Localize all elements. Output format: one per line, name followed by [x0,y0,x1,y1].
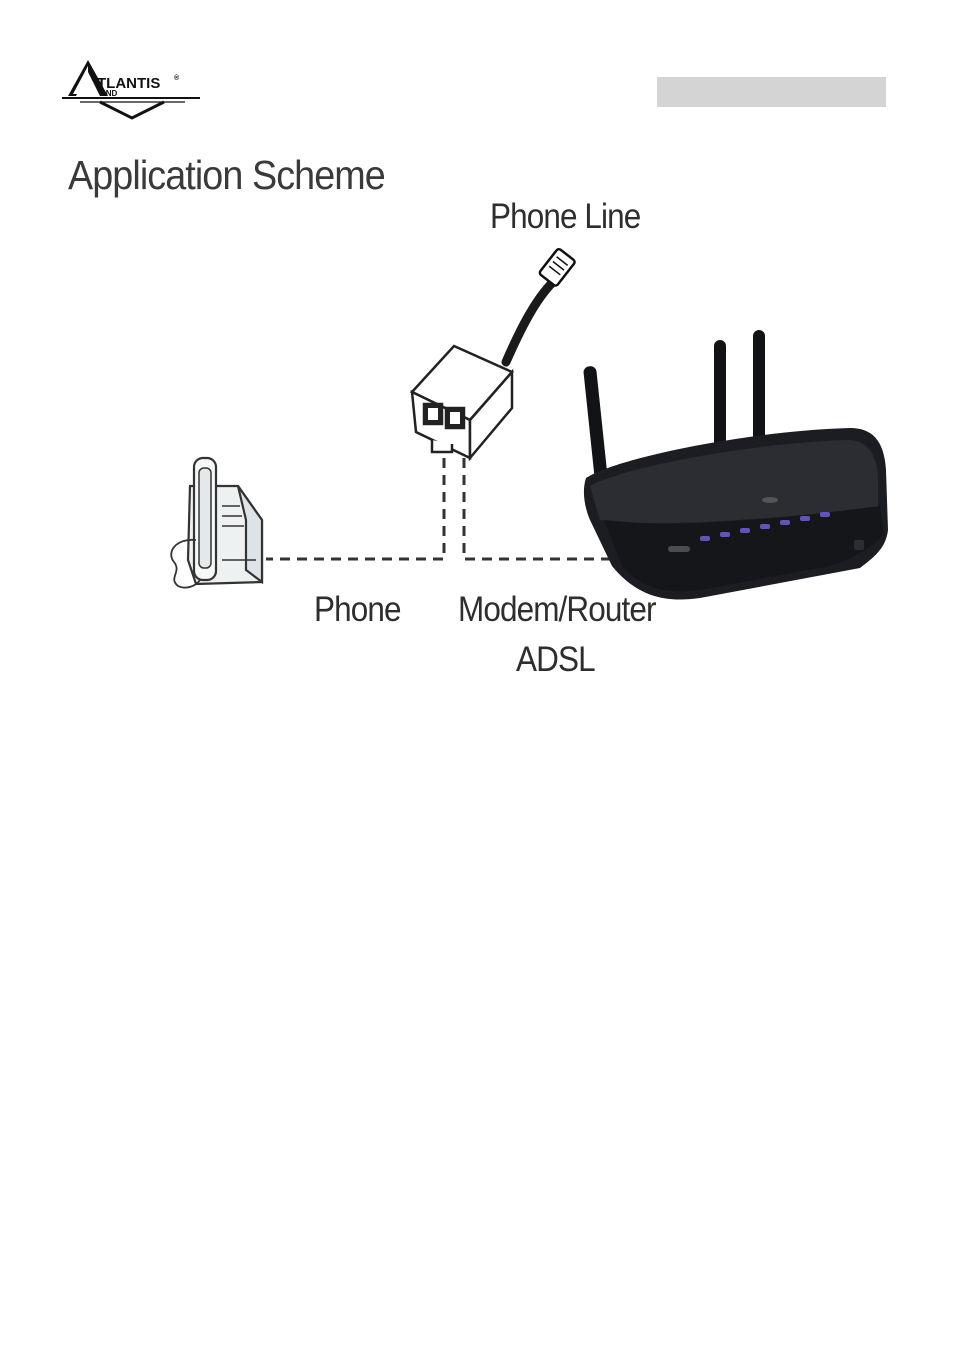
router-icon [583,330,888,600]
atlantis-logo: TLANTIS AND ® [60,56,205,126]
phone-dashed-line [266,458,446,561]
atlantis-logo-icon: TLANTIS AND ® [62,60,200,120]
router-led-strip [700,512,830,541]
phone-icon [170,456,264,589]
connection-lines [266,458,610,561]
splitter-icon [409,344,515,462]
page-title: Application Scheme [68,152,386,198]
phone-label: Phone [314,590,401,629]
header-gray-bar [657,77,886,107]
phone-line-label: Phone Line [490,197,641,236]
logo-text-main: TLANTIS [97,75,160,92]
adsl-label: ADSL [516,640,596,679]
logo-trademark: ® [174,74,180,82]
modem-router-label: Modem/Router [458,590,656,629]
logo-text-sub: AND [100,89,118,98]
rj11-plug-icon [501,247,576,367]
